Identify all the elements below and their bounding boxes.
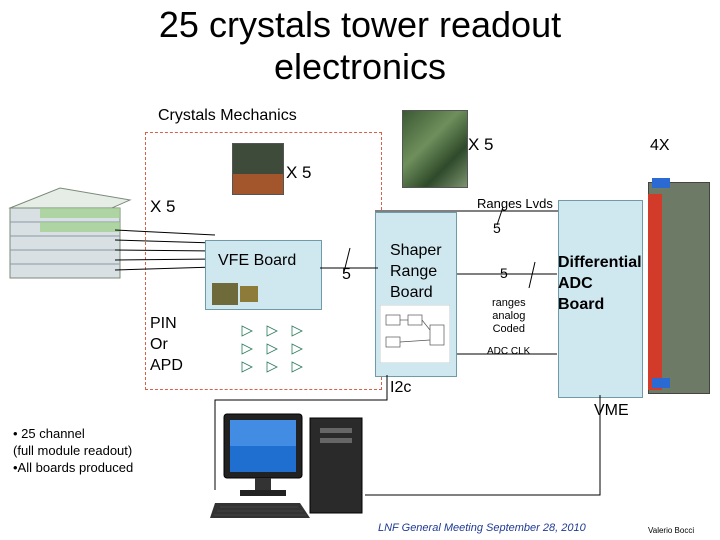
bus-lines [214, 375, 601, 496]
vfe-pcb-photo [402, 110, 468, 188]
x5-top-label: X 5 [468, 135, 494, 154]
computer-icon [210, 413, 363, 518]
ranges-analog-line-3: Coded [492, 323, 526, 335]
adc-line-3: Board [558, 296, 605, 313]
four-x-label: 4X [650, 137, 670, 154]
vfe-to-shaper-link [320, 247, 378, 273]
note-line-1: • 25 channel [13, 426, 85, 441]
pin-apd-line-2: Or [150, 336, 168, 353]
footer-meeting: LNF General Meeting September 28, 2010 [378, 522, 586, 534]
vme-connector-bottom [652, 378, 670, 388]
notes: • 25 channel (full module readout) •All … [13, 425, 133, 476]
vme-connector-top [652, 178, 670, 188]
five-mid-label: 5 [500, 265, 508, 281]
five-left-label: 5 [342, 266, 351, 283]
shaper-line-2: Range [390, 263, 438, 280]
note-line-2: (full module readout) [13, 443, 133, 458]
x5-mid-label: X 5 [286, 163, 312, 182]
shaper-board-label: Shaper Range Board [390, 240, 442, 303]
ranges-analog-line-2: analog [492, 310, 526, 322]
pin-apd-label: PIN Or APD [150, 313, 183, 376]
ranges-analog-line-1: ranges [492, 297, 526, 309]
shaper-line-1: Shaper [390, 242, 442, 259]
vfe-photo-2 [240, 286, 258, 302]
i2c-label: I2c [390, 379, 412, 396]
crystal-tower-drawing [8, 187, 132, 279]
five-top-label: 5 [493, 220, 501, 236]
vme-label: VME [594, 402, 629, 419]
pin-apd-line-3: APD [150, 357, 183, 374]
crystal-connections [114, 229, 216, 271]
title-line-1: 25 crystals tower readout [158, 4, 562, 45]
adc-line-2: ADC [558, 275, 593, 292]
vfe-schematic-thumbnail [232, 318, 312, 388]
title-line-2: electronics [273, 46, 447, 87]
slide-title: 25 crystals tower readout electronics [0, 4, 720, 88]
adc-clk-label: ADC CLK [487, 346, 531, 357]
differential-adc-board-box [558, 200, 643, 398]
adc-line-1: Differential [558, 254, 642, 271]
shaper-line-3: Board [390, 284, 433, 301]
adc-board-label: Differential ADC Board [558, 252, 642, 315]
shaper-to-adc-mid-link [457, 261, 557, 289]
crystals-mechanics-label: Crystals Mechanics [158, 107, 297, 124]
vfe-board-label: VFE Board [218, 252, 297, 269]
footer-author: Valerio Bocci [648, 526, 695, 535]
shaper-to-adc-top-link [375, 206, 560, 226]
shaper-schematic-thumbnail [380, 305, 450, 363]
vme-front-panel [648, 194, 662, 390]
x5-left-label: X 5 [150, 197, 176, 216]
note-line-3: •All boards produced [13, 460, 134, 475]
pin-apd-line-1: PIN [150, 315, 177, 332]
ranges-analog-label: ranges analog Coded [492, 297, 526, 336]
adc-clk-link [457, 353, 557, 355]
vfe-photo-1 [212, 283, 238, 305]
crystal-module-photo [232, 143, 284, 195]
ranges-lvds-label: Ranges Lvds [477, 196, 553, 211]
vfe-board-box [205, 240, 322, 310]
